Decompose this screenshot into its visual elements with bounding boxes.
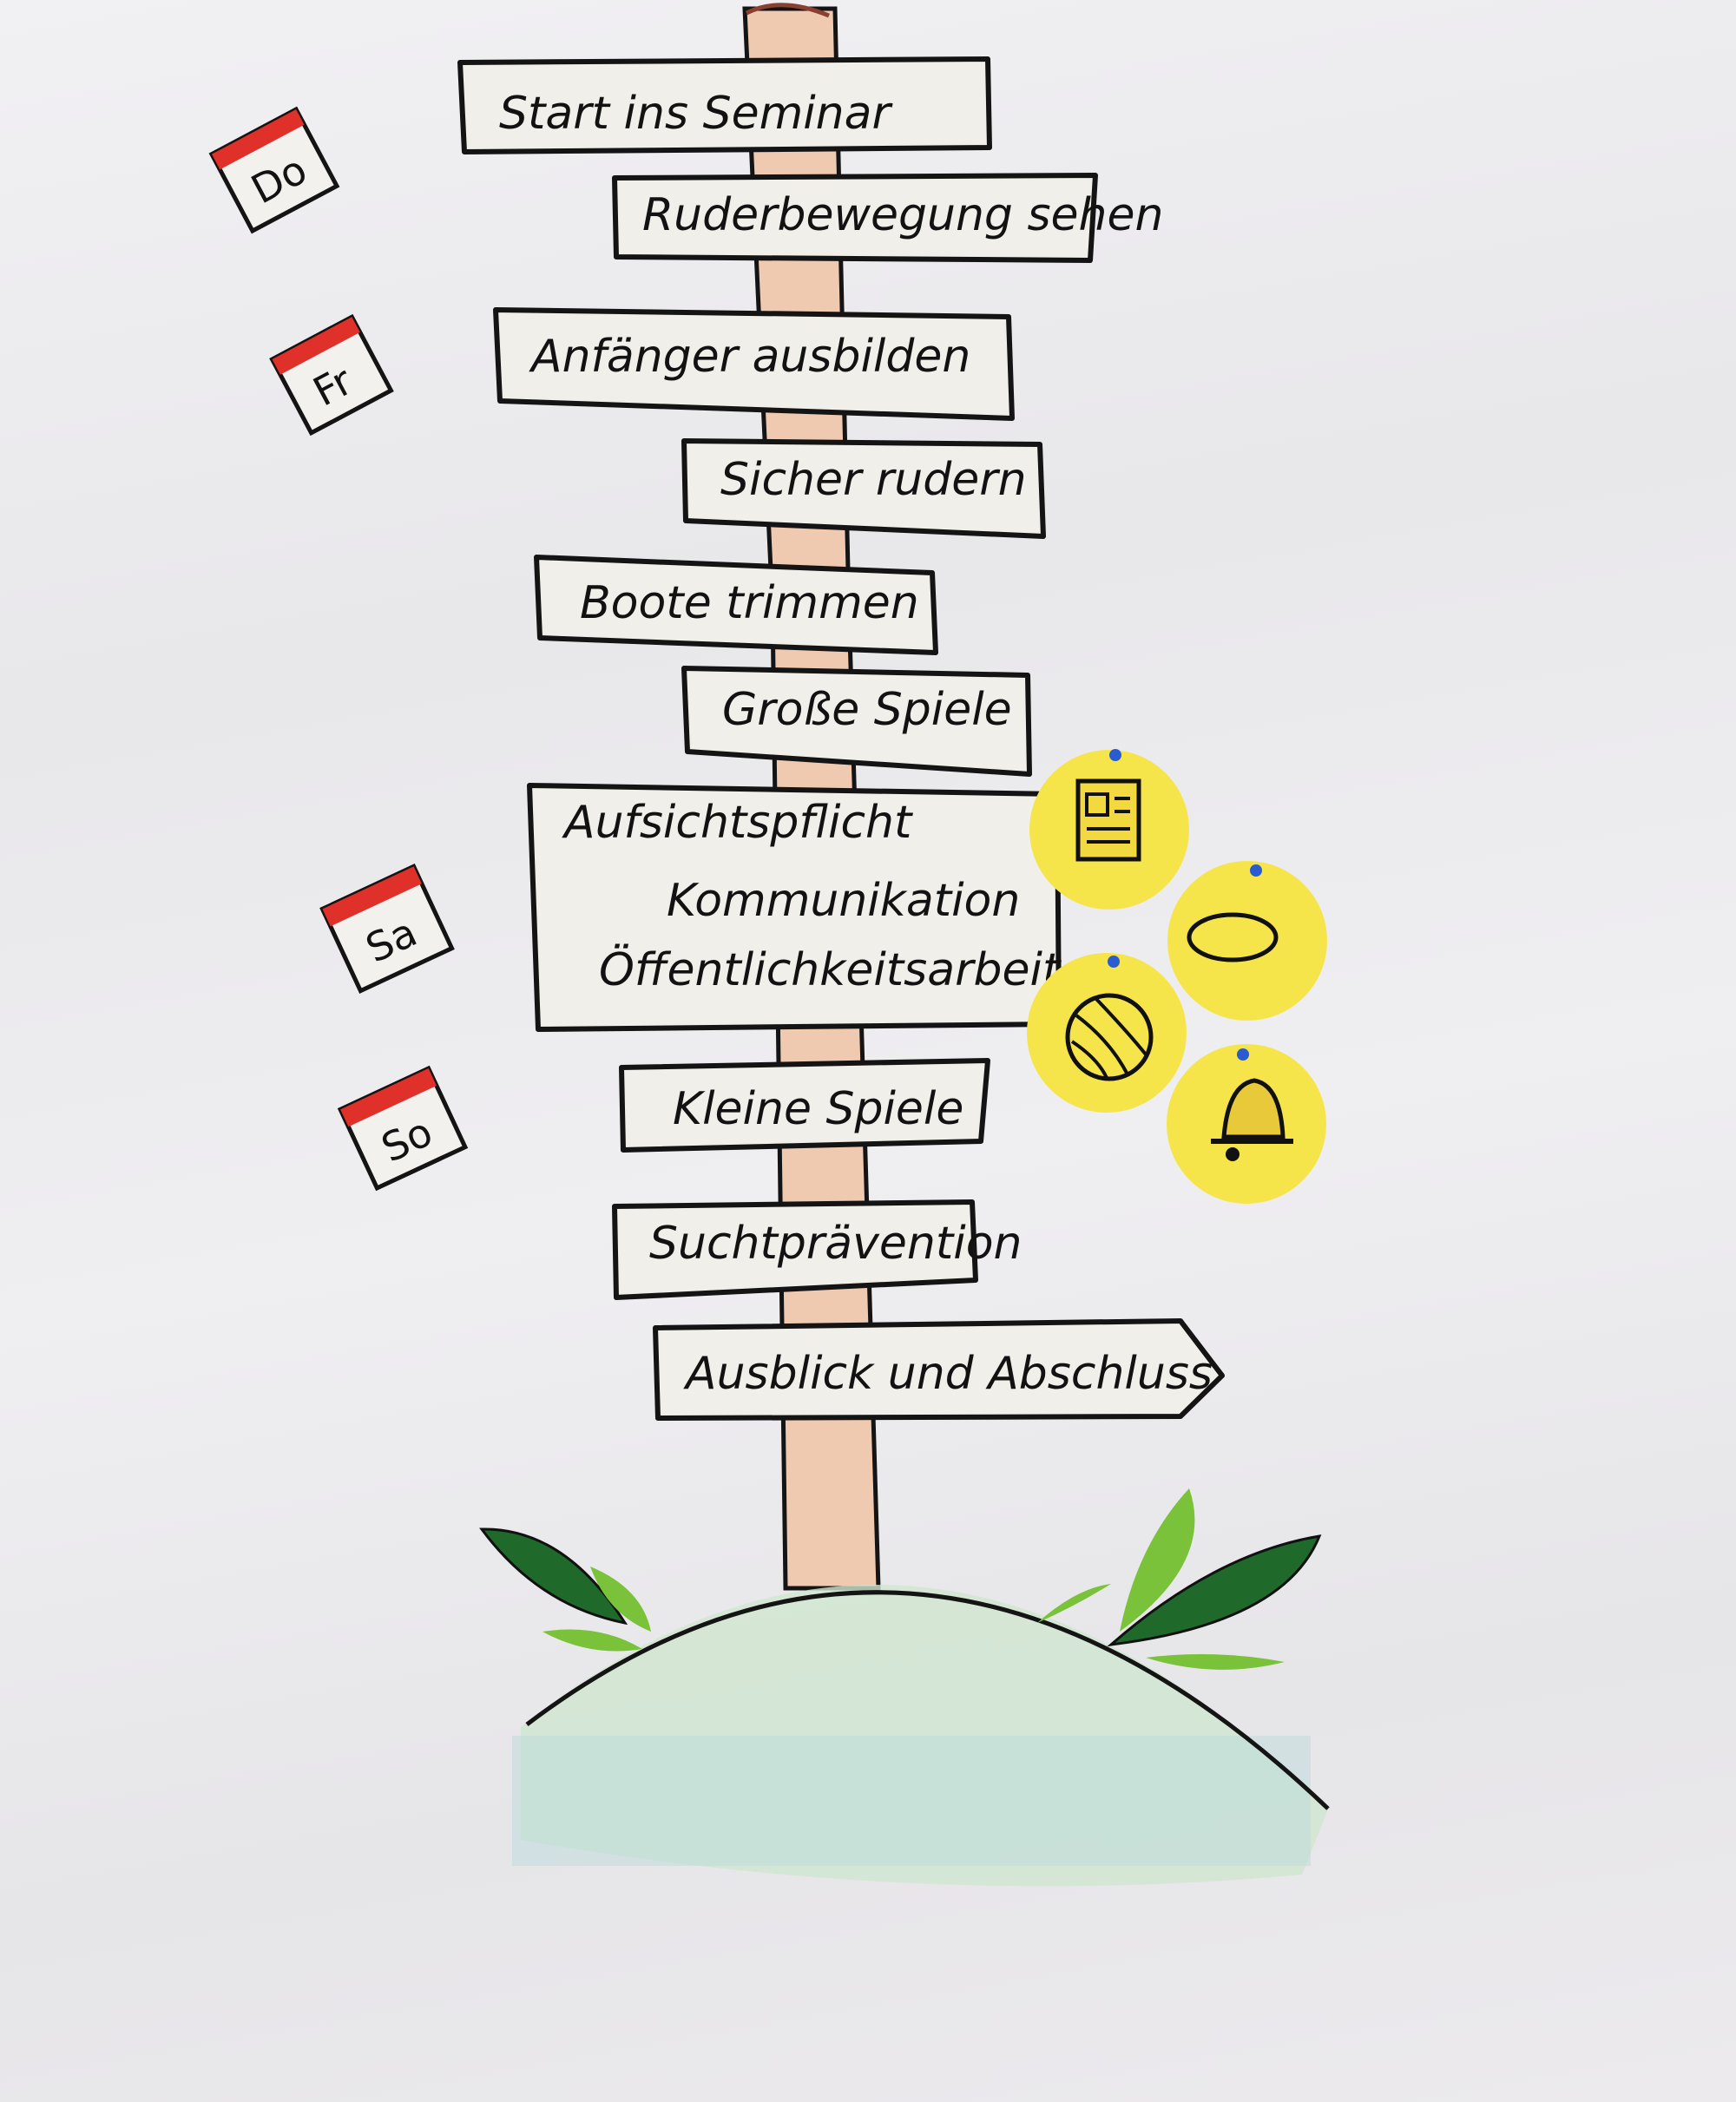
sign-label: Start ins Seminar	[499, 88, 894, 140]
sign-label: Suchtprävention	[649, 1218, 1022, 1270]
hill	[512, 1585, 1330, 1887]
leaves-left	[479, 1527, 651, 1652]
sign-label: Sicher rudern	[720, 454, 1027, 506]
sign-anfaenger-ausbilden: Anfänger ausbilden	[493, 307, 1015, 421]
sign-aufsicht-block: Aufsichtspflicht Kommunikation Öffentlic…	[527, 783, 1062, 1032]
calendar-icon-sa: Sa	[319, 864, 455, 994]
sticker-beach-ball	[1027, 953, 1187, 1113]
sign-start-ins-seminar: Start ins Seminar	[457, 56, 992, 154]
sign-label: Ausblick und Abschluss	[683, 1348, 1213, 1400]
sign-label: Anfänger ausbilden	[529, 331, 970, 383]
beach-ball-icon	[1065, 993, 1154, 1081]
sign-ausblick-und-abschluss: Ausblick und Abschluss	[653, 1318, 1225, 1421]
newspaper-icon	[1075, 778, 1141, 862]
sign-label: Kleine Spiele	[673, 1083, 963, 1135]
sign-boote-trimmen: Boote trimmen	[534, 555, 938, 655]
sticker-bell	[1167, 1044, 1326, 1204]
calendar-icon-so: So	[337, 1065, 469, 1192]
football-icon	[1187, 912, 1279, 962]
sign-label: Große Spiele	[722, 684, 1012, 736]
sign-suchtpraevention: Suchtprävention	[612, 1199, 1022, 1300]
sign-grosse-spiele: Große Spiele	[681, 666, 1032, 777]
calendar-icon-fr: Fr	[269, 313, 394, 437]
sign-label: Boote trimmen	[580, 577, 919, 629]
sticker-newspaper	[1029, 749, 1189, 910]
sign-label: Ruderbewegung sehen	[642, 189, 1163, 241]
sign-kleine-spiele: Kleine Spiele	[619, 1058, 990, 1153]
leaves-right	[1037, 1488, 1322, 1670]
bell-icon	[1211, 1078, 1293, 1161]
sign-label: Kommunikation	[667, 875, 1020, 927]
sign-ruderbewegung-sehen: Ruderbewegung sehen	[612, 173, 1163, 263]
sign-label: Öffentlichkeitsarbeit	[599, 943, 1062, 996]
sign-label: Aufsichtspflicht	[562, 797, 913, 849]
sticker-football	[1167, 861, 1327, 1021]
sign-sicher-rudern: Sicher rudern	[681, 438, 1046, 539]
calendar-icon-do: Do	[208, 106, 340, 234]
